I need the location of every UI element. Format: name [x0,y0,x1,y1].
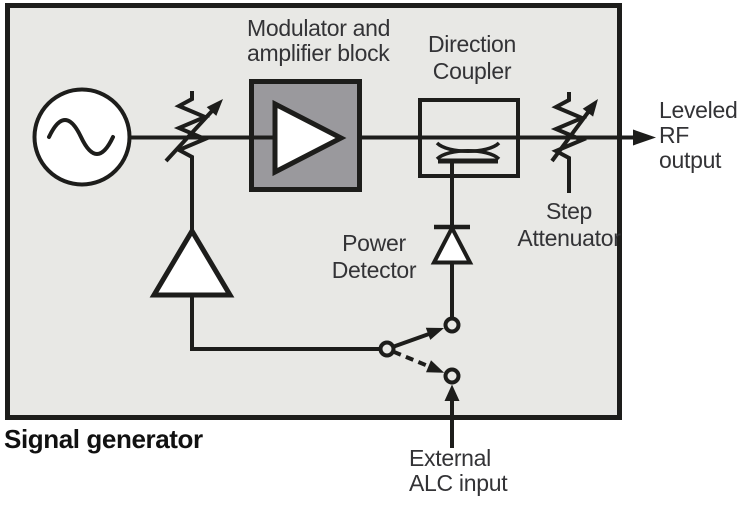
coupler-label-line2: Coupler [432,58,512,84]
diagram-title: Signal generator [4,424,203,454]
step-label-line1: Step [545,198,593,224]
coupler-label-line1: Direction [427,31,517,57]
power-detector-label: Power Detector [314,230,434,284]
power-detector-diode-icon [430,163,474,318]
alc-modulator-attenuator-icon [164,91,223,168]
external-alc-input-arrow-icon [444,384,460,448]
alc-label-line1: External [409,445,491,471]
step-label-line2: Attenuator [517,225,621,251]
modulator-block-label: Modulator and amplifier block [247,16,390,66]
feedback-line [190,295,381,351]
alc-label-line2: ALC input [409,470,508,496]
amplifier-icon [272,99,347,177]
detector-label-line2: Detector [331,257,417,283]
alc-switch-icon [378,316,461,385]
modulator-amplifier-block [249,79,362,192]
step-attenuator-label: Step Attenuator [508,198,630,252]
direction-coupler-label: Direction Coupler [412,31,532,85]
rf-output-label: Leveled RF output [659,97,738,173]
output-label-line3: output [659,147,722,173]
oscillator-icon [32,87,132,187]
detector-label-line1: Power [342,230,406,256]
diagram-title-text: Signal generator [4,424,203,454]
modulator-label-line2: amplifier block [247,40,390,66]
direction-coupler-icon [418,98,520,178]
output-label-line2: RF [659,122,690,148]
rf-output-arrow-icon [633,129,656,146]
external-alc-label: External ALC input [409,445,508,496]
modulator-label-line1: Modulator and [247,15,391,41]
step-attenuator-icon [550,92,598,193]
output-label-line1: Leveled [659,97,738,123]
